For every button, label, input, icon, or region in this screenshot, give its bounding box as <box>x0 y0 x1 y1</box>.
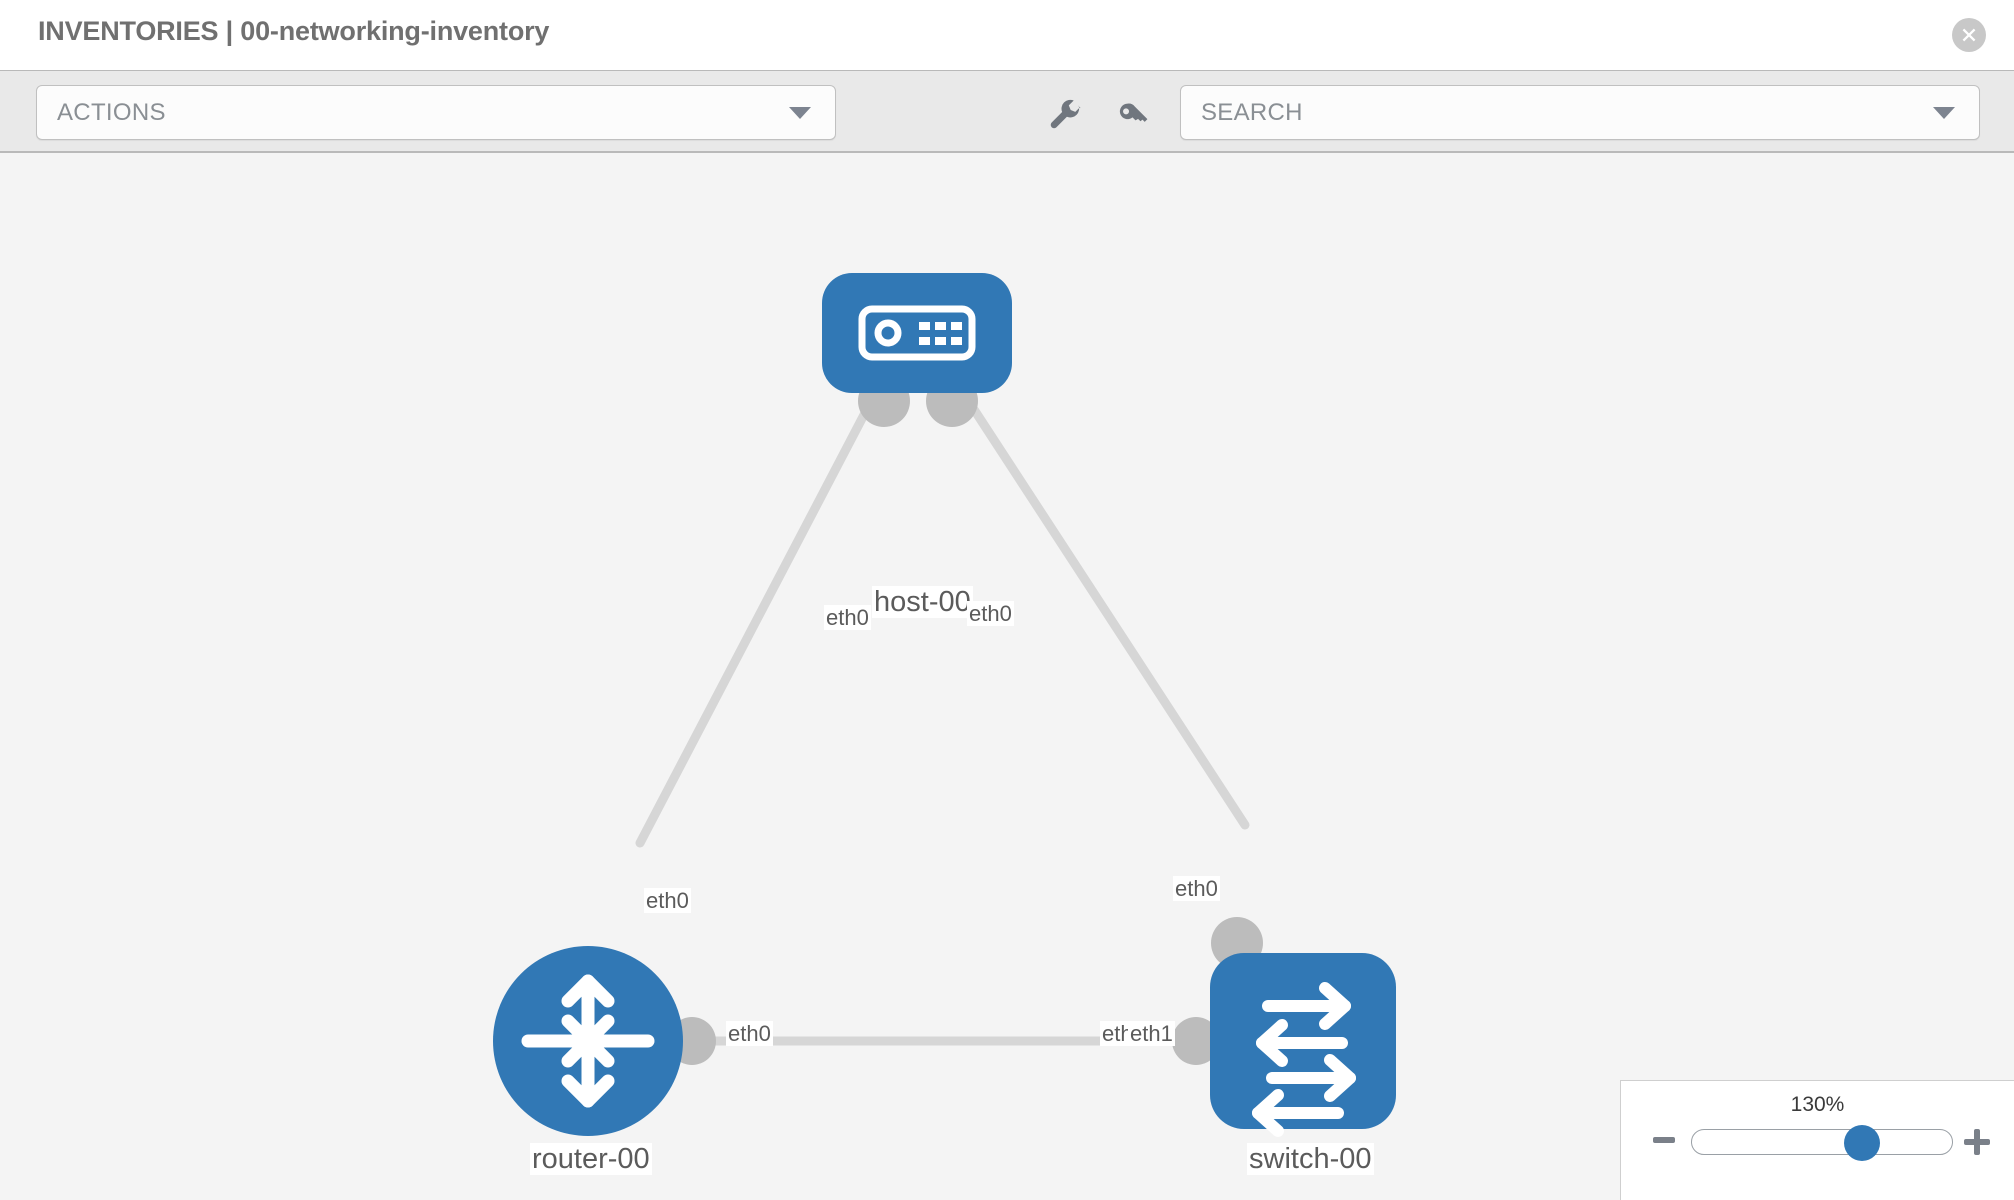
page-header: INVENTORIES | 00-networking-inventory <box>0 0 2014 70</box>
chevron-down-icon <box>789 106 811 119</box>
link-label-host-switch-src: eth0 <box>967 601 1014 627</box>
chevron-down-icon <box>1933 106 1955 119</box>
node-label-switch-00: switch-00 <box>1247 1143 1374 1176</box>
link-host-switch <box>955 383 1250 830</box>
topology-graph <box>493 273 1396 1137</box>
node-label-host-00: host-00 <box>872 586 973 619</box>
node-host-00[interactable] <box>822 273 1012 393</box>
zoom-level-value: 130% <box>1790 1093 1845 1116</box>
zoom-slider-thumb[interactable] <box>1844 1125 1880 1161</box>
link-label-host-switch-tgt: eth0 <box>1173 876 1220 902</box>
minus-icon[interactable] <box>1651 1127 1677 1158</box>
link-host-router <box>635 383 883 848</box>
link-label-router-switch-tgt: eth1 <box>1128 1021 1175 1047</box>
close-icon[interactable] <box>1952 18 1986 52</box>
node-switch-00[interactable] <box>1210 953 1396 1137</box>
node-router-00[interactable] <box>493 946 683 1136</box>
search-placeholder: SEARCH <box>1201 98 1303 126</box>
connector-switch-left <box>1172 1017 1220 1065</box>
key-icon[interactable] <box>1114 97 1152 135</box>
plus-icon[interactable] <box>1962 1127 1992 1162</box>
search-input[interactable]: SEARCH <box>1180 85 1980 140</box>
page-title: INVENTORIES | 00-networking-inventory <box>38 16 550 46</box>
link-label-router-switch-src: eth0 <box>726 1021 773 1047</box>
topology-canvas[interactable]: host-00 router-00 switch-00 eth0 eth0 et… <box>0 153 2014 1200</box>
links-layer <box>635 383 1250 1046</box>
zoom-control-panel: 130% <box>1620 1080 2014 1200</box>
actions-dropdown-label: ACTIONS <box>57 98 166 126</box>
link-label-host-router-src: eth0 <box>824 605 871 631</box>
wrench-icon[interactable] <box>1046 97 1084 135</box>
zoom-slider[interactable] <box>1691 1125 1953 1161</box>
link-label-host-router-tgt: eth0 <box>644 888 691 914</box>
node-label-router-00: router-00 <box>530 1143 652 1176</box>
actions-dropdown[interactable]: ACTIONS <box>36 85 836 140</box>
toolbar: ACTIONS SEARCH <box>0 70 2014 153</box>
